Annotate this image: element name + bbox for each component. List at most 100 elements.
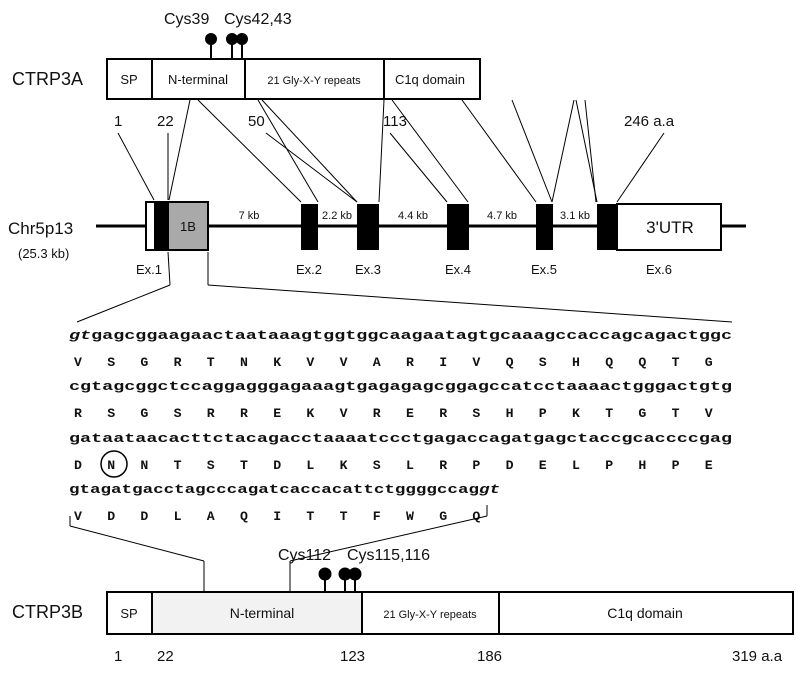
ctrp3b-section: CTRP3B Cys112 Cys115,116 SP N-terminal 2… bbox=[12, 547, 794, 665]
amino-acid-residue: G bbox=[638, 406, 646, 421]
ctrp3a-gxy-domain: 21 Gly-X-Y repeats bbox=[267, 75, 361, 87]
amino-acid-residue: G bbox=[439, 509, 447, 524]
ctrp3a-exon-mapping-lines bbox=[117, 99, 665, 203]
cys42-43-marker bbox=[226, 33, 248, 59]
amino-acid-residue: T bbox=[605, 406, 613, 421]
amino-acid-residue: D bbox=[140, 509, 148, 524]
amino-acid-residue: P bbox=[472, 458, 480, 473]
amino-acid-residue: K bbox=[572, 406, 580, 421]
amino-acid-residue: L bbox=[306, 458, 314, 473]
amino-acid-residue: R bbox=[373, 406, 381, 421]
amino-acid-residue: H bbox=[572, 355, 580, 370]
amino-acid-residue: S bbox=[174, 406, 182, 421]
nt-row-3: gataataacacttctacagacctaaaatccctgagaccag… bbox=[69, 431, 732, 446]
ctrp3b-pos-319: 319 a.a bbox=[732, 648, 783, 665]
amino-acid-residue: K bbox=[273, 355, 281, 370]
exon3-label: Ex.3 bbox=[355, 262, 381, 277]
exon1-coding bbox=[154, 202, 168, 250]
amino-acid-residue: V bbox=[340, 406, 348, 421]
amino-acid-residue: V bbox=[705, 406, 713, 421]
intron4-size: 4.7 kb bbox=[487, 210, 517, 222]
ctrp3a-pos-246: 246 a.a bbox=[624, 113, 675, 130]
amino-acid-residue: Q bbox=[638, 355, 646, 370]
cys112-label: Cys112 bbox=[278, 547, 331, 564]
nt-row-1-splice-donor: gt bbox=[69, 328, 91, 343]
cys42-43-label: Cys42,43 bbox=[224, 11, 292, 28]
amino-acid-residue: S bbox=[472, 406, 480, 421]
nt-row-2: cgtagcggctccaggagggagaaagtgagagagcggagcc… bbox=[69, 379, 732, 394]
amino-acid-residue: T bbox=[240, 458, 248, 473]
amino-acid-residue: E bbox=[705, 458, 713, 473]
amino-acid-residue: R bbox=[74, 406, 82, 421]
ctrp3a-pos-22: 22 bbox=[157, 113, 174, 130]
amino-acid-residue: A bbox=[207, 509, 215, 524]
exon1-label: Ex.1 bbox=[136, 262, 162, 277]
exon6-coding bbox=[597, 204, 617, 250]
amino-acid-residue: P bbox=[605, 458, 613, 473]
amino-acid-residue: V bbox=[472, 355, 480, 370]
zoom-lines bbox=[76, 251, 733, 323]
ctrp3b-pos-123: 123 bbox=[340, 648, 365, 665]
cys39-marker bbox=[205, 33, 217, 59]
amino-acid-residue: R bbox=[174, 355, 182, 370]
exon4-label: Ex.4 bbox=[445, 262, 471, 277]
amino-acid-residue: V bbox=[74, 509, 82, 524]
exon3 bbox=[357, 204, 379, 250]
ctrp3b-sp-domain: SP bbox=[120, 606, 137, 621]
amino-acid-residue: N bbox=[240, 355, 248, 370]
glycosylation-site-circle bbox=[100, 450, 128, 478]
amino-acid-residue: D bbox=[273, 458, 281, 473]
amino-acid-residue: N bbox=[140, 458, 148, 473]
nt-row-4-splice-donor: gt bbox=[479, 482, 500, 497]
ctrp3b-gxy-domain: 21 Gly-X-Y repeats bbox=[383, 609, 477, 621]
amino-acid-residue: P bbox=[672, 458, 680, 473]
ctrp3a-section: CTRP3A Cys39 Cys42,43 SP N-terminal 21 G… bbox=[12, 11, 675, 130]
nt-row-4-bases: gtagatgacctagcccagatcaccacattctggggccag bbox=[69, 482, 479, 497]
utr-label: 3'UTR bbox=[646, 218, 694, 237]
chromosome-label: Chr5p13 bbox=[8, 219, 73, 238]
exon6-label: Ex.6 bbox=[646, 262, 672, 277]
amino-acid-residue: Q bbox=[605, 355, 613, 370]
amino-acid-residue: T bbox=[207, 355, 215, 370]
exon2-label: Ex.2 bbox=[296, 262, 322, 277]
cys115-116-label: Cys115,116 bbox=[347, 547, 430, 564]
amino-acid-residue: T bbox=[174, 458, 182, 473]
amino-acid-residue: V bbox=[340, 355, 348, 370]
intron1-size: 7 kb bbox=[239, 210, 260, 222]
amino-acid-residue: Q bbox=[472, 509, 480, 524]
amino-acid-residue: N bbox=[107, 458, 115, 473]
ctrp3a-pos-113: 113 bbox=[383, 113, 407, 130]
ctrp3b-pos-1: 1 bbox=[114, 648, 122, 665]
ctrp3b-c1q-domain: C1q domain bbox=[607, 605, 683, 621]
amino-acid-residue: Q bbox=[506, 355, 514, 370]
ctrp3a-pos-1: 1 bbox=[114, 113, 122, 130]
amino-acid-residue: R bbox=[439, 458, 447, 473]
amino-acid-residue: L bbox=[174, 509, 182, 524]
amino-acid-residue: S bbox=[207, 458, 215, 473]
amino-acid-residue: H bbox=[638, 458, 646, 473]
ctrp3a-n-terminal-domain: N-terminal bbox=[168, 72, 228, 87]
amino-acid-residue: R bbox=[207, 406, 215, 421]
amino-acid-residue: S bbox=[107, 355, 115, 370]
ctrp3b-n-terminal-domain: N-terminal bbox=[230, 605, 295, 621]
amino-acid-residue: I bbox=[273, 509, 281, 524]
gene-structure: Chr5p13 (25.3 kb) 1B 3'UTR 7 kb 2.2 kb 4… bbox=[8, 201, 746, 277]
intron3-size: 4.4 kb bbox=[398, 210, 428, 222]
ctrp3b-pos-22: 22 bbox=[157, 648, 174, 665]
intron5-size: 3.1 kb bbox=[560, 210, 590, 222]
amino-acid-residue: D bbox=[74, 458, 82, 473]
amino-acid-residue: D bbox=[107, 509, 115, 524]
ctrp3a-sp-domain: SP bbox=[120, 72, 137, 87]
amino-acid-residue: Q bbox=[240, 509, 248, 524]
amino-acid-residue: W bbox=[406, 509, 414, 524]
exon2 bbox=[301, 204, 318, 250]
amino-acid-residue: F bbox=[373, 509, 381, 524]
nt-row-1-bases: gagcggaagaactaataaagtggtggcaagaatagtgcaa… bbox=[91, 328, 732, 343]
amino-acid-residue: I bbox=[439, 355, 447, 370]
amino-acid-residue: D bbox=[506, 458, 514, 473]
